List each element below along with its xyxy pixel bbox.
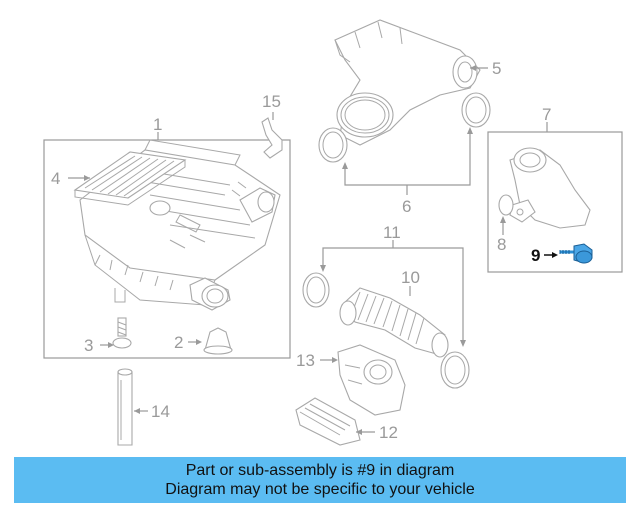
callout-12: 12 <box>379 423 398 442</box>
grommet-part-2 <box>203 327 233 355</box>
screw-part-3 <box>112 317 132 349</box>
elbow-part-7 <box>509 147 591 229</box>
group-box-7 <box>487 122 623 273</box>
group-box-1 <box>43 132 291 359</box>
callout-3: 3 <box>84 336 93 355</box>
callout-2: 2 <box>174 333 183 352</box>
bolt-part-9[interactable] <box>559 243 593 264</box>
callout-13: 13 <box>296 351 315 370</box>
callout-10: 10 <box>401 268 420 287</box>
banner-line-1: Part or sub-assembly is #9 in diagram <box>185 462 455 479</box>
callout-8: 8 <box>497 235 506 254</box>
o-ring-part-8 <box>498 194 514 216</box>
clamp-part-6-left <box>318 127 348 163</box>
intake-hose-part-10 <box>339 287 449 358</box>
resonator-part-13 <box>337 344 406 416</box>
intake-duct-part-5 <box>334 19 481 146</box>
info-banner: Part or sub-assembly is #9 in diagram Di… <box>14 457 626 503</box>
air-cleaner-housing <box>79 139 281 311</box>
air-filter-element <box>73 151 187 206</box>
drain-tube-part-14 <box>117 368 133 446</box>
callout-7: 7 <box>542 105 551 124</box>
callout-15: 15 <box>262 92 281 111</box>
callout-1: 1 <box>153 115 162 134</box>
clamp-part-6-right <box>461 92 491 128</box>
banner-line-2: Diagram may not be specific to your vehi… <box>165 481 475 498</box>
clamp-part-11-right <box>440 351 470 389</box>
hose-part-15 <box>261 117 283 159</box>
duct-part-12 <box>295 397 361 446</box>
parts-diagram: 1 2 3 4 5 6 7 8 9 10 11 12 13 14 15 <box>43 19 623 446</box>
callout-5: 5 <box>492 59 501 78</box>
callout-4: 4 <box>51 169 60 188</box>
callout-14: 14 <box>151 402 170 421</box>
clamp-part-11-left <box>302 272 330 308</box>
callout-9: 9 <box>531 246 540 265</box>
callout-11: 11 <box>383 223 401 242</box>
callout-6: 6 <box>402 197 411 216</box>
